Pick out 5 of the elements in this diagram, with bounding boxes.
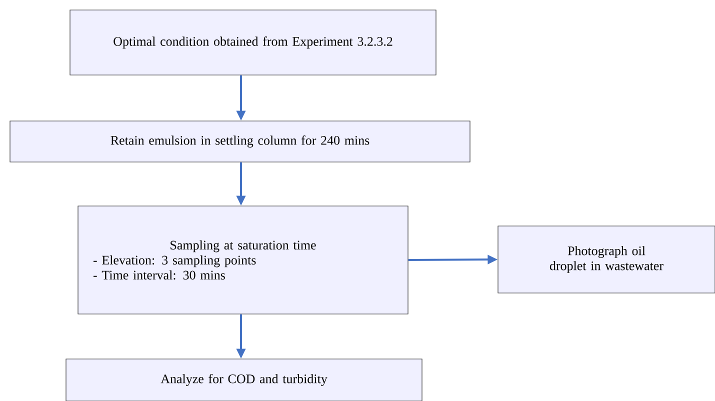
process-box: Retain emulsion in settling column for 240 mins xyxy=(10,120,470,162)
process-box: Analyze for COD and turbidity xyxy=(66,358,422,401)
process-box: Optimal condition obtained from Experiment 3.2.3.2 xyxy=(70,10,436,76)
process-box: Sampling at saturation time - Elevation: 3 sampling points - Time interval: 30 mins xyxy=(78,206,408,314)
process-box: Photograph oil droplet in wastewater xyxy=(498,226,715,294)
